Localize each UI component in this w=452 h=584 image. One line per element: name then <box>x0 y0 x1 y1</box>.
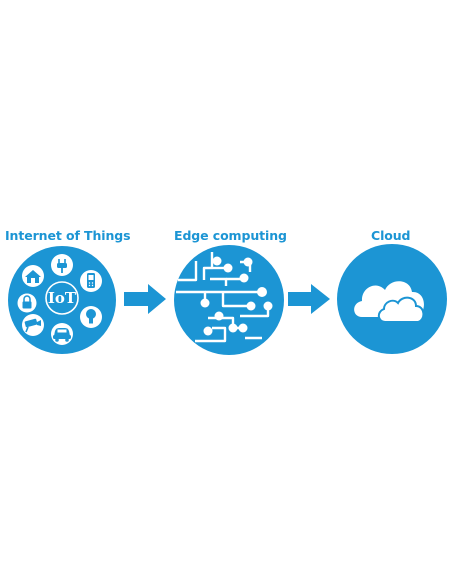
car-icon <box>51 323 73 345</box>
iot-devices-icon: IoT <box>8 246 116 354</box>
iot-center-badge: IoT <box>45 281 79 315</box>
house-icon <box>22 265 44 287</box>
plug-icon <box>51 254 73 276</box>
bulb-icon <box>80 306 102 328</box>
stage-label-iot: Internet of Things <box>5 228 131 243</box>
right-arrow-icon <box>288 284 330 314</box>
lock-icon <box>17 293 37 313</box>
stage-label-cloud: Cloud <box>371 228 411 243</box>
stage-label-edge: Edge computing <box>174 228 287 243</box>
phone-icon <box>80 270 102 292</box>
cloud-icon <box>337 244 447 354</box>
camera-icon <box>22 314 44 336</box>
circuit-network-icon <box>174 245 284 355</box>
right-arrow-icon <box>124 284 166 314</box>
iot-center-text: IoT <box>48 289 77 307</box>
